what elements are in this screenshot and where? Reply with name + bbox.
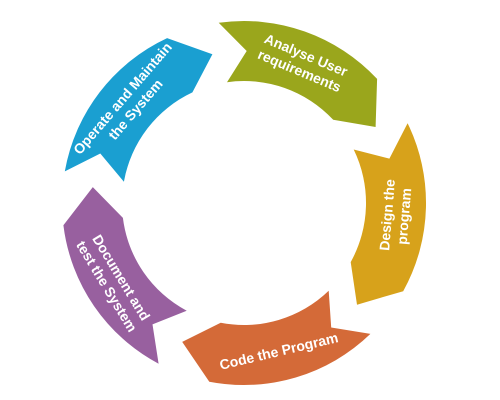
cycle-label-line: program <box>394 187 415 245</box>
cycle-segment-code <box>182 290 371 386</box>
cycle-label-line: Design the <box>376 178 398 251</box>
cycle-segment-design <box>350 123 427 305</box>
cycle-segment-document <box>63 187 187 364</box>
cycle-segment-analyse <box>218 21 378 127</box>
cycle-label-design: Design theprogram <box>376 178 415 252</box>
cycle-segment-operate <box>64 38 213 182</box>
